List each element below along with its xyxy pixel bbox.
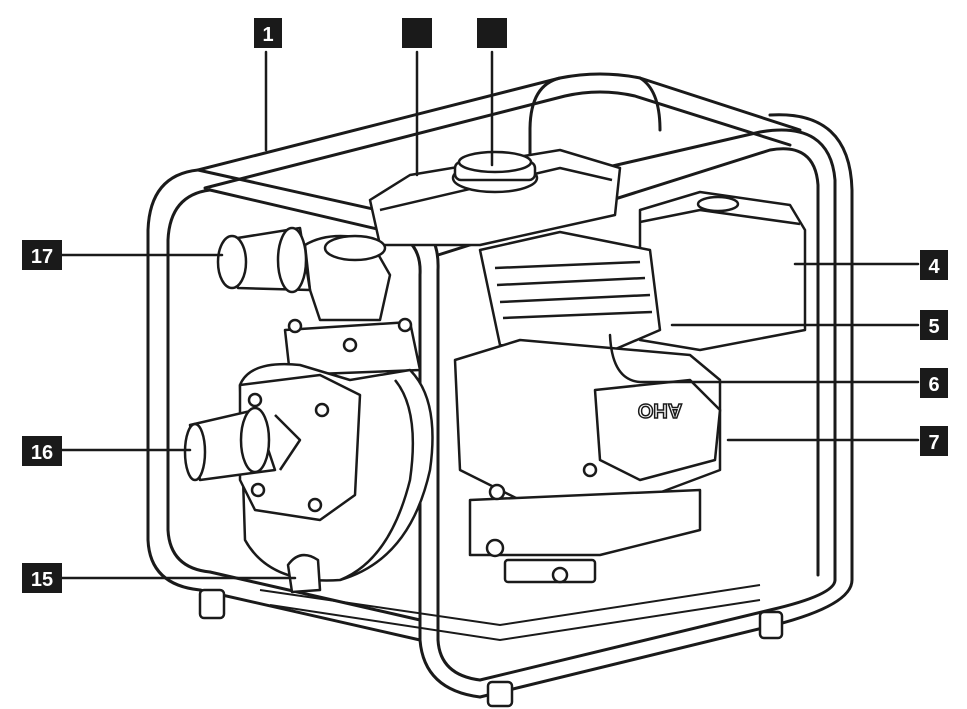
svg-text:16: 16	[31, 442, 53, 464]
callout-2	[402, 18, 432, 48]
frame-feet	[198, 588, 784, 708]
callout-1: 1	[254, 18, 282, 48]
svg-text:17: 17	[31, 246, 53, 268]
svg-text:15: 15	[31, 569, 53, 591]
callout-17: 17	[22, 240, 62, 270]
svg-text:4: 4	[928, 256, 940, 278]
callout-16: 16	[22, 436, 62, 466]
svg-text:6: 6	[928, 374, 939, 396]
engine-cover-text: AHO	[638, 399, 682, 421]
svg-text:5: 5	[928, 316, 939, 338]
callout-3	[477, 18, 507, 48]
leader-lines	[60, 50, 920, 580]
engine	[368, 148, 807, 584]
callout-6: 6	[920, 368, 948, 398]
svg-text:1: 1	[262, 24, 273, 46]
pump	[183, 226, 434, 594]
callout-5: 5	[920, 310, 948, 340]
callout-15: 15	[22, 563, 62, 593]
callout-4: 4	[920, 250, 948, 280]
svg-text:7: 7	[928, 432, 939, 454]
base-skid	[259, 584, 761, 642]
callout-7: 7	[920, 426, 948, 456]
